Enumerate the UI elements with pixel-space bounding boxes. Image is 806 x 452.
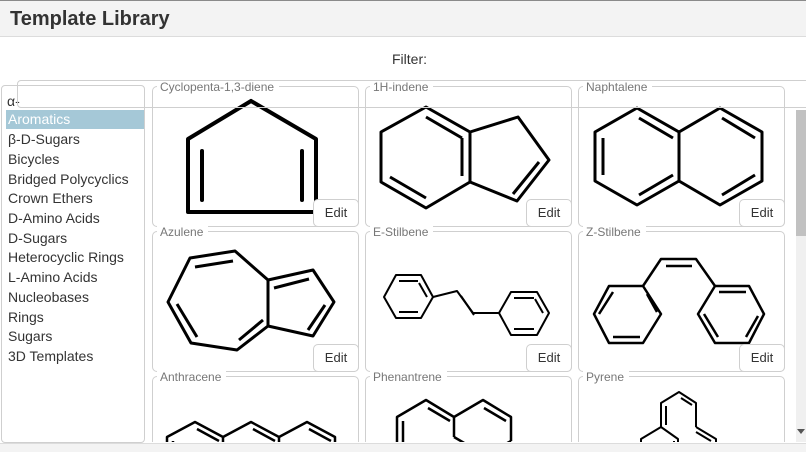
naphtalene-structure-icon: [593, 106, 764, 207]
template-grid: Cyclopenta-1,3-diene Edit 1H-indene Edit: [148, 80, 798, 442]
phenantrene-structure-icon: [395, 398, 513, 442]
template-card-z-stilbene[interactable]: Z-Stilbene Edit: [578, 225, 785, 372]
template-grid-scrollbar[interactable]: [796, 110, 806, 442]
edit-button[interactable]: Edit: [739, 344, 785, 372]
group-item-heterocyclic-rings[interactable]: Heterocyclic Rings: [8, 249, 124, 265]
dialog-header: Template Library: [0, 1, 806, 37]
scrollbar-thumb[interactable]: [796, 110, 806, 236]
group-item-nucleobases[interactable]: Nucleobases: [8, 289, 89, 305]
group-item-aromatics[interactable]: Aromatics: [6, 110, 144, 129]
group-item-l-amino-acids[interactable]: L-Amino Acids: [8, 269, 98, 285]
group-item-bridged-polycyclics[interactable]: Bridged Polycyclics: [8, 171, 129, 187]
cyclopentadiene-structure-icon: [186, 99, 318, 214]
filter-label: Filter:: [392, 51, 427, 67]
template-card-pyrene[interactable]: Pyrene: [578, 370, 785, 442]
group-item-beta-d-sugars[interactable]: β-D-Sugars: [8, 131, 80, 147]
e-stilbene-structure-icon: [383, 274, 550, 336]
dialog-footer: [0, 443, 806, 452]
group-item-crown-ethers[interactable]: Crown Ethers: [8, 190, 93, 206]
anthracene-structure-icon: [165, 420, 337, 442]
template-name: Pyrene: [583, 370, 630, 384]
group-item-alpha-partial[interactable]: α-: [7, 93, 20, 109]
template-name: Anthracene: [157, 370, 227, 384]
template-name: Phenantrene: [370, 370, 447, 384]
edit-button[interactable]: Edit: [526, 199, 572, 227]
edit-button[interactable]: Edit: [526, 344, 572, 372]
scroll-down-arrow-icon[interactable]: [797, 429, 805, 434]
edit-button[interactable]: Edit: [313, 199, 359, 227]
group-item-rings[interactable]: Rings: [8, 309, 44, 325]
group-item-sugars[interactable]: Sugars: [8, 328, 53, 344]
group-item-d-sugars[interactable]: D-Sugars: [8, 230, 68, 246]
edit-button[interactable]: Edit: [313, 344, 359, 372]
template-card-anthracene[interactable]: Anthracene: [152, 370, 359, 442]
template-card-e-stilbene[interactable]: E-Stilbene Edit: [365, 225, 572, 372]
filter-input[interactable]: [17, 80, 806, 108]
pyrene-structure-icon: [640, 391, 717, 442]
z-stilbene-structure-icon: [592, 257, 766, 345]
group-item-d-amino-acids[interactable]: D-Amino Acids: [8, 210, 100, 226]
group-item-3d-templates[interactable]: 3D Templates: [8, 348, 94, 364]
template-card-phenantrene[interactable]: Phenantrene: [365, 370, 572, 442]
template-name: E-Stilbene: [370, 225, 434, 239]
azulene-structure-icon: [166, 249, 336, 352]
group-item-bicycles[interactable]: Bicycles: [8, 151, 60, 167]
dialog-title: Template Library: [10, 8, 170, 30]
template-group-list[interactable]: α- Aromatics β-D-Sugars Bicycles Bridged…: [1, 85, 145, 443]
indene-structure-icon: [379, 105, 551, 210]
template-card-azulene[interactable]: Azulene Edit: [152, 225, 359, 372]
template-name: Azulene: [157, 225, 209, 239]
edit-button[interactable]: Edit: [739, 199, 785, 227]
template-name: Z-Stilbene: [583, 225, 646, 239]
